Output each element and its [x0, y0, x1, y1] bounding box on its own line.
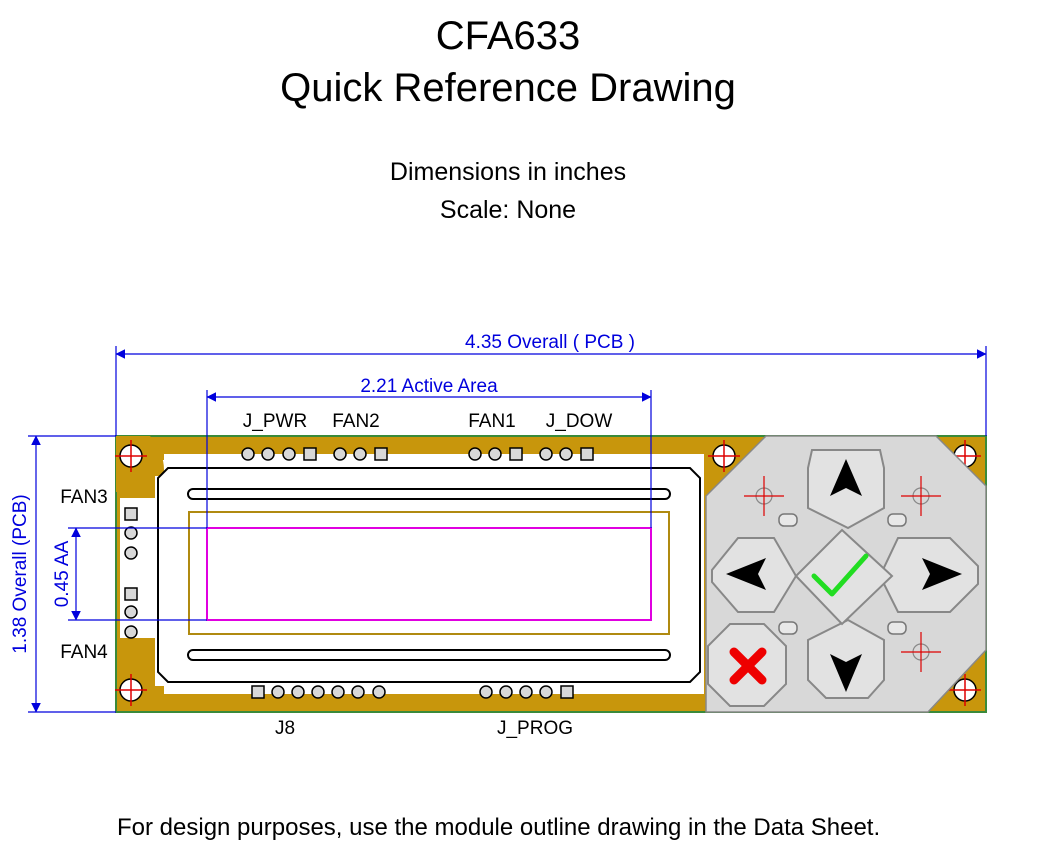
- fan1-label: FAN1: [468, 411, 516, 432]
- cancel-x-icon: [729, 647, 767, 685]
- fan2-label: FAN2: [332, 411, 380, 432]
- mounting-hole-bottom-left: [115, 674, 147, 706]
- cancel-key: [707, 623, 787, 707]
- active-area-height-label: 0.45 AA: [52, 540, 73, 607]
- active-area: [206, 527, 652, 621]
- mounting-hole-top-mid: [708, 440, 740, 472]
- left-key: [711, 537, 798, 613]
- viewing-area: [188, 511, 670, 635]
- connector-j-dow: [539, 447, 594, 461]
- lcd-top-bezel-line: [187, 488, 671, 500]
- fan4-label: FAN4: [60, 642, 108, 663]
- connector-j-pwr: [241, 447, 317, 461]
- down-key: [807, 618, 885, 699]
- j-dow-label: J_DOW: [546, 411, 613, 432]
- j-pwr-label: J_PWR: [243, 411, 307, 432]
- connector-fan3: [124, 507, 138, 560]
- keypad: [705, 435, 987, 713]
- connector-j-prog: [479, 685, 574, 699]
- title-line-1: CFA633: [435, 14, 581, 58]
- connector-fan1: [468, 447, 523, 461]
- fan3-label: FAN3: [60, 487, 108, 508]
- j-prog-label: J_PROG: [497, 718, 573, 739]
- active-area-width-label: 2.21 Active Area: [360, 376, 498, 397]
- mounting-hole-top-left: [115, 440, 147, 472]
- check-icon: [811, 553, 869, 597]
- footer-note: For design purposes, use the module outl…: [117, 814, 881, 841]
- right-arrow-icon: [922, 558, 962, 590]
- overall-width-label: 4.35 Overall ( PCB ): [465, 332, 635, 353]
- scale-note: Scale: None: [439, 196, 577, 224]
- dimension-lines: [28, 346, 987, 713]
- enter-key: [794, 528, 894, 626]
- title-line-2: Quick Reference Drawing: [280, 66, 736, 110]
- connector-j8: [251, 685, 386, 699]
- connector-fan2: [333, 447, 388, 461]
- up-key: [807, 449, 885, 530]
- lcd-module: [157, 467, 701, 683]
- right-key: [878, 537, 979, 613]
- overall-height-label: 1.38 Overall (PCB): [10, 494, 31, 653]
- dimensions-note: Dimensions in inches: [389, 158, 627, 186]
- up-arrow-icon: [830, 459, 862, 496]
- down-arrow-icon: [830, 654, 862, 692]
- left-arrow-icon: [726, 558, 766, 590]
- lcd-bottom-bezel-line: [187, 649, 671, 661]
- j8-label: J8: [275, 718, 295, 739]
- mounting-hole-bottom-right: [949, 674, 981, 706]
- connector-fan4: [124, 587, 138, 639]
